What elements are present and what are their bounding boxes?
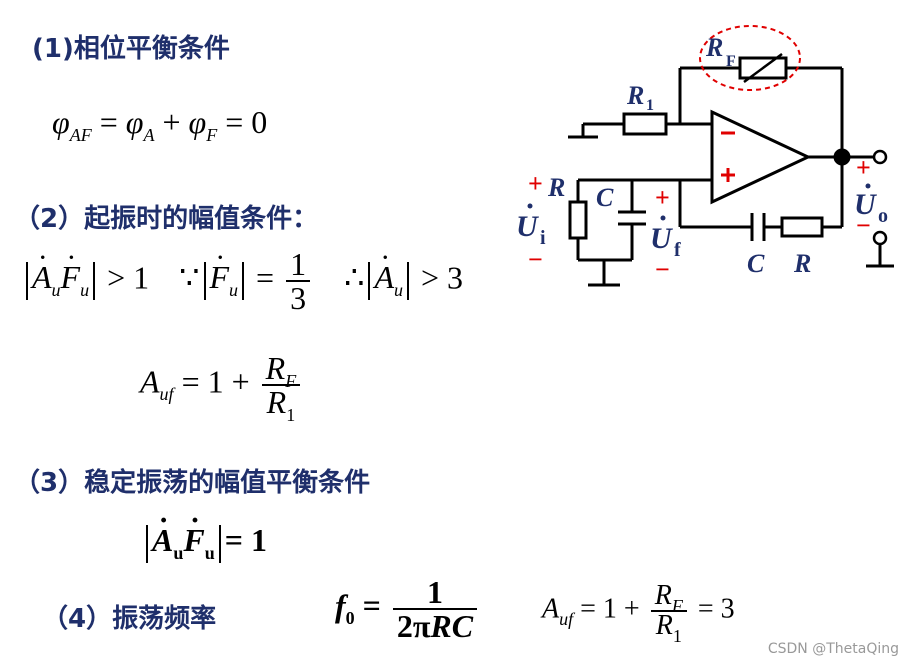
label-r-series: R (793, 249, 811, 278)
startup-amplitude-equation: AuFu > 1 ∵Fu = 13 ∴Au > 3 (22, 248, 463, 314)
rf-highlight-ellipse (699, 25, 801, 91)
label-r1-sub: 1 (646, 97, 654, 114)
label-uf-sub: f (674, 239, 681, 261)
resistor-r-shunt (568, 200, 588, 240)
sign-ui-plus: + (528, 169, 543, 198)
sign-uo-plus: + (856, 153, 871, 182)
label-ui-sub: i (540, 227, 546, 249)
label-uo: U (854, 188, 877, 221)
label-ui: U (516, 210, 539, 243)
label-c-series: C (747, 249, 765, 278)
sign-ui-minus: − (528, 245, 543, 274)
label-rf: R (705, 33, 723, 62)
section2-title: （2）起振时的幅值条件： (14, 204, 319, 234)
sign-uo-minus: − (856, 211, 871, 240)
phase-condition-equation: φAF = φA + φF = 0 (52, 104, 268, 145)
sign-uf-minus: − (655, 255, 670, 284)
label-uo-sub: o (878, 205, 888, 227)
section1-title: (1)相位平衡条件 (32, 34, 230, 64)
label-c-shunt: C (596, 183, 614, 212)
watermark: CSDN @ThetaQing (767, 641, 899, 657)
output-terminal-bottom (872, 230, 888, 246)
resistor-r1 (622, 112, 668, 136)
section3-title: （3）稳定振荡的幅值平衡条件 (14, 468, 371, 498)
sign-uf-plus: + (655, 183, 670, 212)
resistor-r-series (780, 216, 824, 238)
op-amp-symbol (710, 109, 812, 205)
output-terminal-top (872, 149, 888, 165)
stable-amplitude-equation: AuFu= 1 (142, 524, 267, 563)
section4-title: （4）振荡频率 (42, 604, 217, 634)
label-r-shunt: R (547, 173, 565, 202)
label-rf-sub: F (726, 53, 736, 70)
label-uf: U (650, 222, 673, 255)
label-r1: R (626, 81, 644, 110)
